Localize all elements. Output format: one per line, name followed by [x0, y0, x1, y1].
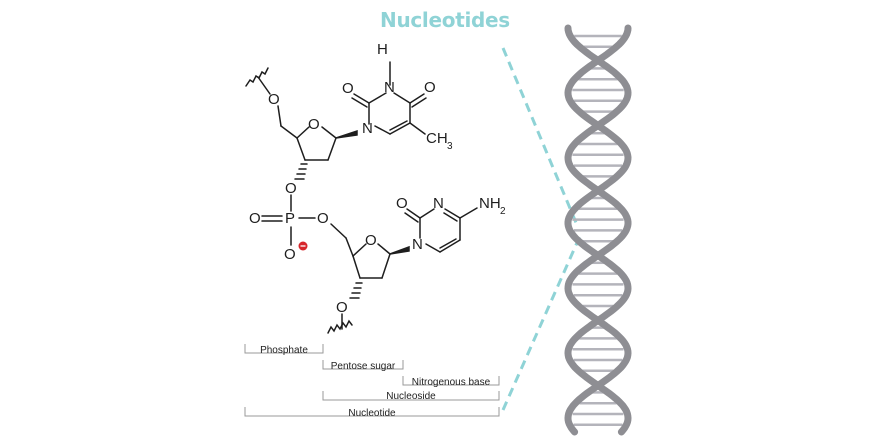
bond-c2-n3-thy	[368, 92, 387, 104]
diagram-title: Nucleotides	[380, 8, 510, 32]
bond-c5-c4-bottom	[345, 237, 354, 257]
label-pentose-sugar: Pentose sugar	[330, 361, 396, 372]
bond-c4-oring-bottom	[352, 243, 367, 257]
hashed-c3-o3-bottom	[349, 282, 363, 299]
bond-c2-o-thy	[353, 93, 370, 104]
hashed-c3-o3-top	[294, 163, 308, 180]
atom-amine: NH	[479, 195, 501, 212]
bracket-nitrogenous-base	[402, 376, 500, 386]
atom-o5-top: O	[268, 91, 280, 108]
bond-c5-c6-thy-double	[389, 120, 408, 131]
bond-c3-c4-top	[296, 137, 306, 161]
atom-o-phosphate-right: O	[317, 210, 329, 227]
bond-c6-n1-thy	[374, 125, 391, 135]
bond-c6-n1-cyt	[425, 243, 441, 253]
atom-n-cytosine-3: N	[433, 195, 444, 212]
bracket-phosphate	[244, 344, 324, 354]
chain-break-top	[245, 67, 269, 87]
bond-chain-o5-top	[257, 76, 271, 95]
dna-double-helix-icon	[564, 24, 632, 436]
bond-c1-c2-bottom	[381, 253, 391, 279]
bond-n3-c4-thy	[393, 92, 411, 104]
atom-p: P	[285, 210, 296, 227]
bracket-nucleoside	[322, 391, 500, 401]
bond-c5-c6-cyt-double	[439, 238, 457, 249]
bond-c5-c6-cyt	[439, 239, 461, 253]
bond-c2-n3-cyt	[419, 208, 435, 219]
label-nucleotide: Nucleotide	[348, 408, 396, 419]
atom-o-phosphate-minus: O	[284, 246, 296, 263]
atom-o-cytosine: O	[396, 195, 408, 212]
chain-break-bottom	[327, 319, 353, 334]
bond-c3-c4-bottom	[352, 255, 361, 279]
bond-o5-c5-bottom	[330, 223, 347, 239]
zoom-connectors	[501, 47, 582, 411]
bond-c5-c6-thy	[389, 122, 411, 135]
bond-c4-nh2	[459, 207, 478, 219]
wedge-c1-n-bottom	[389, 245, 410, 255]
atom-o3-bottom: O	[336, 299, 348, 316]
atom-o-thymine-4: O	[424, 79, 436, 96]
atom-o3-top: O	[285, 180, 297, 197]
connector-bottom	[501, 235, 582, 411]
label-phosphate: Phosphate	[260, 345, 308, 356]
bracket-nucleotide	[244, 407, 500, 417]
helix-strand-b	[564, 24, 632, 436]
bond-c2-o-thy-double	[351, 97, 368, 108]
atom-amine-subscript: 2	[500, 206, 506, 217]
atom-n-thymine-3: N	[384, 79, 395, 96]
wedge-c1-n-top	[335, 129, 358, 139]
bond-c5-c4-top	[280, 125, 298, 139]
label-nitrogenous-base: Nitrogenous base	[411, 377, 491, 388]
helix-strand-a	[564, 24, 632, 436]
bond-n3-c4-cyt	[444, 208, 461, 219]
atom-o-phosphate-double: O	[249, 210, 261, 227]
atom-n-cytosine-1: N	[412, 236, 423, 253]
connector-top	[501, 47, 579, 226]
bond-c1-c2-top	[327, 137, 337, 161]
helix-rungs	[572, 34, 624, 427]
bond-o5-c5-top	[277, 105, 282, 127]
atom-o-ring-bottom: O	[365, 232, 377, 249]
atom-methyl-subscript: 3	[447, 141, 453, 152]
bond-n3-c4-cyt-double	[443, 212, 458, 222]
bond-oring-c1-top	[321, 126, 337, 139]
region-brackets	[244, 344, 500, 417]
atom-h: H	[377, 41, 388, 58]
bond-oring-c1-bottom	[377, 243, 391, 255]
atom-methyl: CH	[426, 130, 448, 147]
atom-n-thymine-1: N	[362, 120, 373, 137]
label-nucleoside: Nucleoside	[386, 391, 436, 402]
bond-c4-oring-top	[296, 126, 310, 139]
bond-c4-o-thy	[409, 93, 425, 104]
atom-o-thymine-2: O	[342, 80, 354, 97]
bond-c2-o-cyt	[406, 208, 421, 219]
atom-o-ring-top: O	[308, 116, 320, 133]
bond-c5-methyl	[409, 122, 426, 135]
bond-c2-o-cyt-double	[404, 212, 419, 223]
bracket-pentose-sugar	[322, 360, 404, 370]
bond-c4-o-thy-double	[411, 97, 427, 108]
